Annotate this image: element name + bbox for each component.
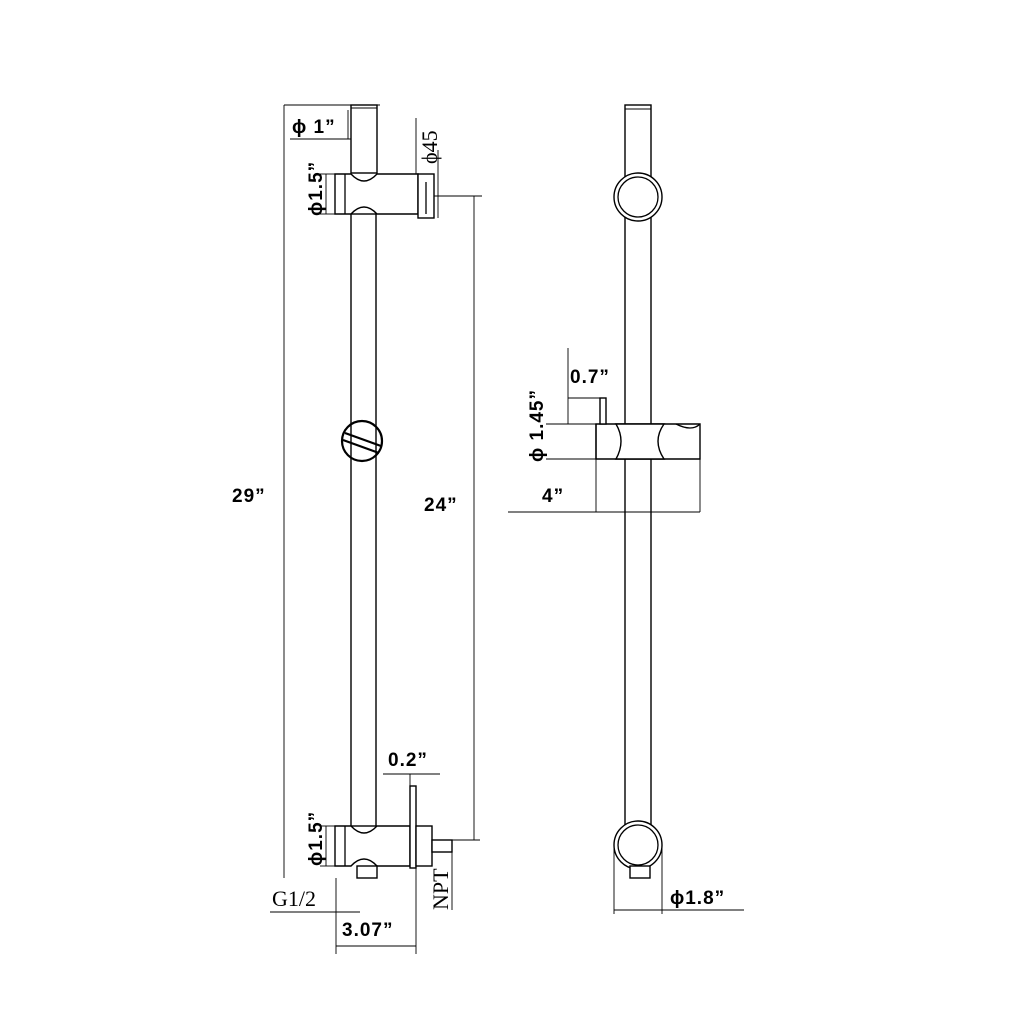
dim-width-4: 4” <box>542 486 564 507</box>
front-bar-cap <box>350 104 378 174</box>
front-bar <box>350 213 377 827</box>
front-slider-knob <box>340 419 384 463</box>
front-view: ϕ 1” ϕ45 ϕ1.5” 29” 24” 0.2” ϕ1.5” G1/2 N <box>232 104 482 954</box>
dim-dia-1-5-bottom: ϕ1.5” <box>306 811 327 866</box>
side-slider-holder <box>595 397 701 460</box>
dim-width-3-07: 3.07” <box>342 920 393 941</box>
side-upper-ring <box>613 172 663 222</box>
dim-dia-1: ϕ 1” <box>292 117 336 138</box>
dim-length-29: 29” <box>232 486 266 507</box>
front-lower-bracket <box>334 785 453 879</box>
side-view: 0.7” ϕ 1.45” 4” ϕ1.8” <box>508 104 744 914</box>
side-lower-ring <box>613 820 663 870</box>
dim-dia-1-45: ϕ 1.45” <box>527 389 548 462</box>
dim-width-0-7: 0.7” <box>570 367 610 388</box>
dim-width-0-2: 0.2” <box>388 750 428 771</box>
dim-length-24: 24” <box>424 495 458 516</box>
front-upper-bracket <box>334 173 435 219</box>
dim-dia-1-8: ϕ1.8” <box>670 888 725 909</box>
dim-thread-g: G1/2 <box>272 886 316 911</box>
dim-thread-npt: NPT <box>428 868 453 910</box>
dim-dia-45: ϕ45 <box>417 130 442 164</box>
side-bar <box>624 104 652 834</box>
dim-dia-1-5-top: ϕ1.5” <box>306 161 327 216</box>
